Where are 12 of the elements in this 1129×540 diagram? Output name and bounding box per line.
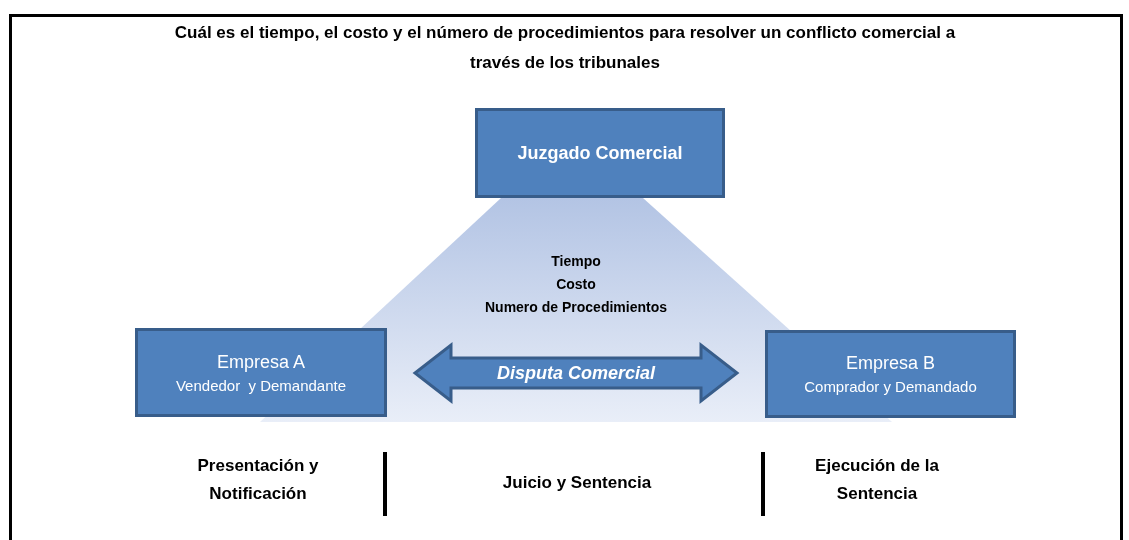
edge-label: Disputa Comercial — [497, 362, 655, 384]
metric-label: Costo — [556, 275, 596, 294]
company-box: Empresa B Comprador y Demandado — [765, 330, 1016, 418]
stage-label: Ejecución de la Sentencia — [814, 455, 940, 505]
double-block-arrow — [412, 341, 740, 405]
company-box: Empresa A Vendedor y Demandante — [135, 328, 387, 417]
court-box: Juzgado Comercial — [475, 108, 725, 198]
metric-label: Tiempo — [551, 252, 601, 271]
metric-label: Numero de Procedimientos — [484, 298, 667, 317]
stage-label: Juicio y Sentencia — [501, 472, 653, 494]
title: Cuál es el tiempo, el costo y el número de procedimientos para resolver un conflicto comercial a través de los tribunales — [173, 22, 957, 74]
stage-label: Presentación y Notificación — [196, 455, 320, 505]
